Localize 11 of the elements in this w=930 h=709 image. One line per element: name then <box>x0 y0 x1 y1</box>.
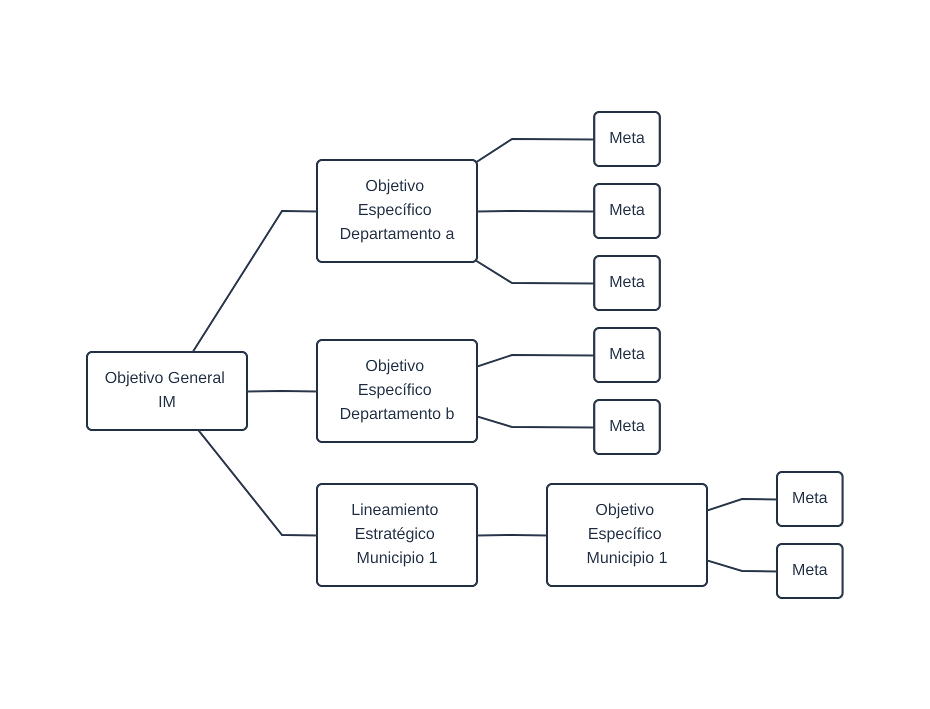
connector <box>477 415 595 428</box>
connector <box>707 559 778 572</box>
connector <box>477 354 595 367</box>
connector <box>476 138 595 163</box>
connector <box>478 210 595 212</box>
connector <box>707 498 778 511</box>
connector <box>248 390 318 392</box>
connector <box>198 429 318 536</box>
connector <box>478 534 548 536</box>
connector <box>192 210 318 353</box>
connector <box>476 259 595 284</box>
